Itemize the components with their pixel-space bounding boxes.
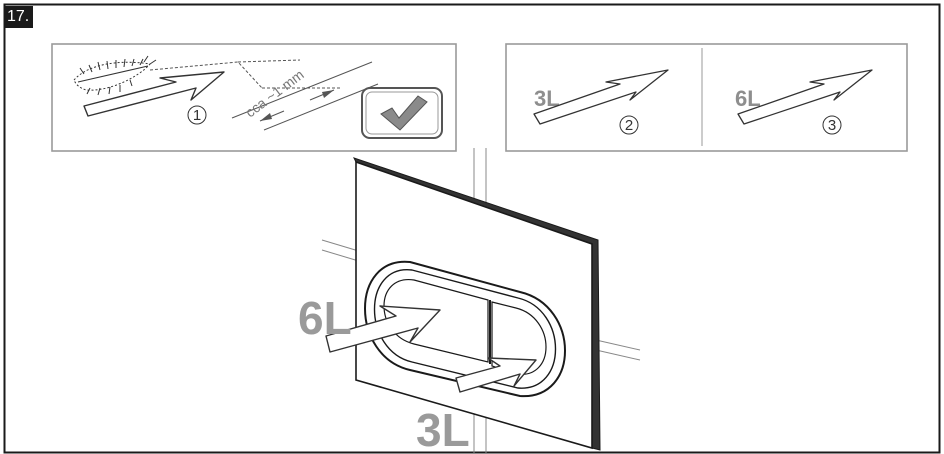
checkmark-icon [361,87,443,139]
full-flush-arrow [737,69,873,125]
step-number-3: 3 [828,117,836,134]
press-arrow-light [83,71,225,117]
half-flush-arrow [533,69,669,125]
main-half-flush-label: 3L [416,404,470,454]
flush-plate-illustration: 6L 3L [298,148,641,454]
step-number-1: 1 [193,107,201,124]
full-flush-label: 6L [735,86,761,111]
step-circle-2 [619,115,639,135]
half-flush-press-arrow [455,357,537,393]
panel-flush-options: 3L 2 6L 3 [505,43,908,152]
main-full-flush-label: 6L [298,292,352,344]
step-circle-1 [187,105,207,125]
step-circle-3 [822,115,842,135]
step-number-badge: 17. [4,6,34,28]
feather-icon [73,55,157,96]
full-flush-press-arrow [325,305,441,353]
panel-clearance-check: cca ~1 mm 1 [51,43,457,152]
step-number-2: 2 [625,117,633,134]
